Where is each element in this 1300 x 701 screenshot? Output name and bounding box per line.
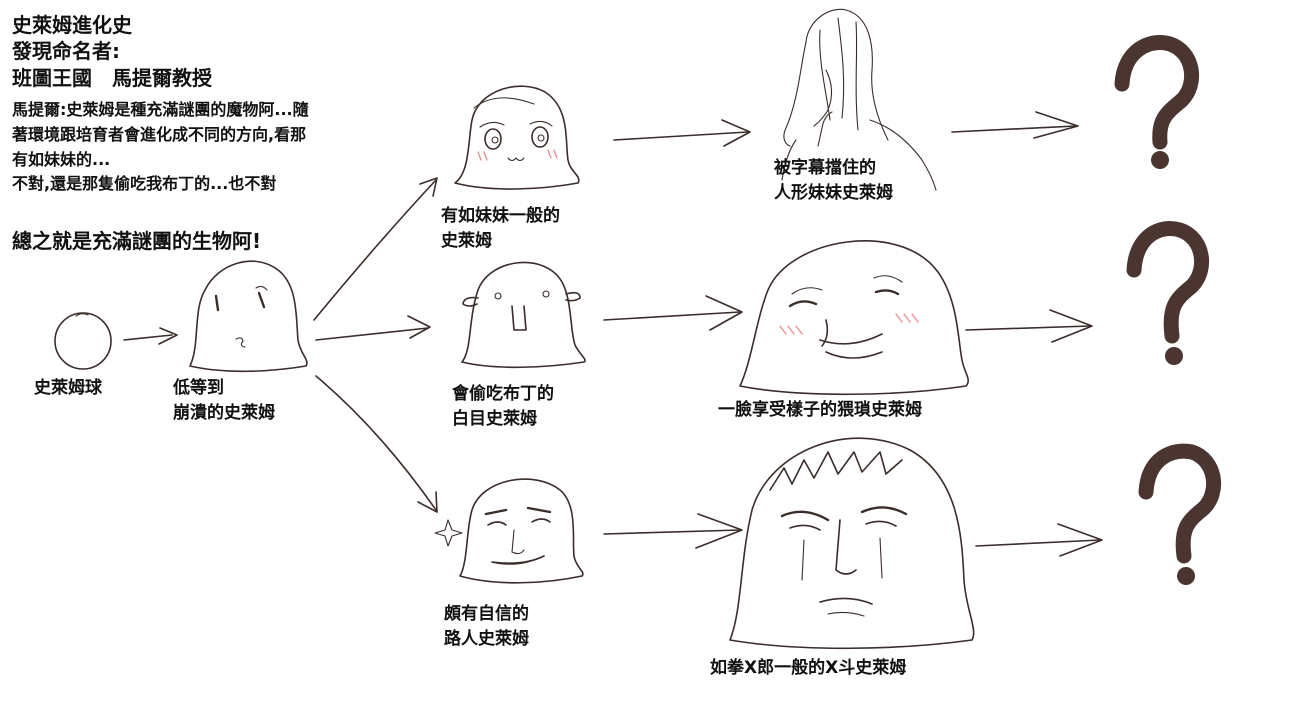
- arrow-base-to-pudding: [315, 315, 431, 341]
- pudding-slime-drawing: [461, 261, 586, 369]
- slime-ball-drawing: [54, 312, 112, 370]
- smug-slime-drawing: [739, 240, 969, 396]
- title-block: 史萊姆進化史 發現命名者: 班圖王國 馬提爾教授: [12, 12, 212, 91]
- description-line: 著環境跟培育者會進化成不同的方向,看那: [12, 124, 307, 144]
- arrow-pudding-to-smug: [603, 295, 743, 331]
- arrow-fighter-to-unknown: [975, 523, 1103, 557]
- fighter-slime-label: 如拳X郎一般的X斗史萊姆: [710, 658, 907, 678]
- description-line: 有如妹妹的...: [12, 149, 111, 169]
- question-mark-1-hook: [1114, 35, 1199, 150]
- arrow-ball-to-base: [123, 327, 178, 345]
- pudding-slime-label: 會偷吃布丁的 白目史萊姆: [452, 384, 554, 429]
- question-mark-3: [1138, 443, 1221, 585]
- discoverer-heading: 發現命名者:: [12, 39, 120, 64]
- arrow-base-to-sister: [313, 177, 438, 321]
- confident-slime-label: 頗有自信的 路人史萊姆: [444, 604, 529, 649]
- question-mark-2: [1126, 221, 1209, 365]
- description-block: 馬提爾:史萊姆是種充滿謎團的魔物阿...隨 著環境跟培育者會進化成不同的方向,看…: [12, 98, 309, 197]
- base-slime-label: 低等到 崩潰的史萊姆: [173, 378, 275, 423]
- confident-slime-drawing: [434, 478, 584, 584]
- evolution-arrows: [123, 111, 1103, 557]
- humanoid-sister-drawing: [781, 8, 937, 191]
- smug-slime-label: 一臉享受樣子的猥瑣史萊姆: [718, 400, 922, 420]
- description-line: 馬提爾:史萊姆是種充滿謎團的魔物阿...隨: [12, 100, 309, 119]
- fighter-slime-drawing: [729, 437, 975, 650]
- question-mark-1: [1114, 35, 1199, 169]
- arrow-smug-to-unknown: [965, 309, 1093, 343]
- slime-ball-label: 史萊姆球: [34, 378, 102, 398]
- title-line: 史萊姆進化史: [12, 13, 132, 37]
- arrow-humanoid-to-unknown: [951, 111, 1079, 139]
- base-slime-drawing: [189, 260, 308, 373]
- arrow-base-to-confident: [315, 375, 438, 513]
- conclusion-text: 總之就是充滿謎團的生物阿!: [12, 229, 262, 253]
- sister-slime-drawing: [454, 85, 580, 190]
- discoverer-name: 班圖王國 馬提爾教授: [12, 65, 212, 90]
- description-line: 不對,還是那隻偷吃我布丁的...也不對: [12, 174, 277, 194]
- humanoid-sister-label: 被字幕擋住的 人形妹妹史萊姆: [774, 158, 893, 203]
- arrow-confident-to-fighter: [603, 513, 743, 549]
- sister-slime-label: 有如妹妹一般的 史萊姆: [441, 206, 560, 251]
- arrow-sister-to-humanoid: [613, 119, 751, 147]
